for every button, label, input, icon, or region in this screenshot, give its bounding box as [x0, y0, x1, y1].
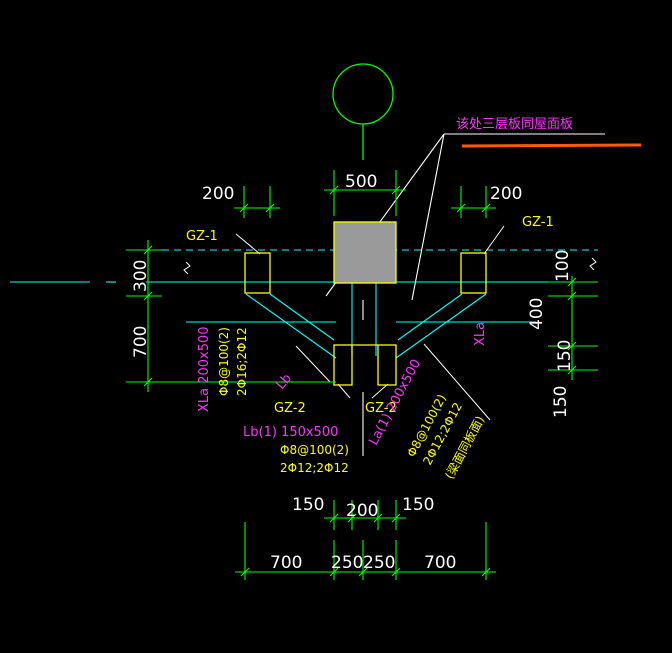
- lb-left-tag: Lb: [274, 371, 295, 393]
- dim-top-left: 200: [202, 184, 234, 204]
- gz2-columns[interactable]: [333, 344, 397, 386]
- dim-bottom-250-right: 250: [363, 553, 395, 573]
- roof-note-label: 该处三层板同屋面板: [456, 117, 573, 132]
- lb-center-stirrup: Φ8@100(2): [280, 443, 349, 457]
- dim-mid-150-left: 150: [292, 495, 324, 515]
- right-dimensions: [548, 276, 598, 380]
- dim-top-center: 500: [345, 172, 377, 192]
- dim-mid-200: 200: [346, 501, 378, 521]
- xla-left-bars: 2Φ16;2Φ12: [235, 327, 249, 396]
- dim-left-lower: 700: [131, 326, 151, 358]
- diag-leaders: [235, 225, 505, 421]
- lb-center-bars: 2Φ12;2Φ12: [280, 461, 349, 475]
- dim-right-150a: 150: [555, 340, 575, 372]
- xla-right-tag: XLa: [473, 322, 488, 346]
- dim-bottom-700-right: 700: [424, 553, 456, 573]
- gz2-right-label: GZ-2: [365, 401, 397, 416]
- gz1-column-left[interactable]: [244, 252, 271, 294]
- xla-left-name: XLa 200x500: [197, 326, 212, 412]
- break-marks: [183, 257, 597, 275]
- dim-mid-150-right: 150: [402, 495, 434, 515]
- dim-right-400: 400: [527, 298, 547, 330]
- beam-lines: [10, 249, 598, 359]
- dim-bottom-700-left: 700: [270, 553, 302, 573]
- roof-slab-edge: [461, 143, 642, 148]
- lb-center-name: Lb(1) 150x500: [243, 425, 338, 440]
- xla-left-stirrup: Φ8@100(2): [217, 327, 231, 396]
- dim-top-right: 200: [490, 184, 522, 204]
- bottom-dimensions: [235, 522, 496, 580]
- dim-bottom-250-left: 250: [331, 553, 363, 573]
- main-column[interactable]: [333, 221, 397, 284]
- gz1-right-label: GZ-1: [522, 215, 554, 230]
- dim-left-upper: 300: [131, 260, 151, 292]
- axis-bubble: [332, 63, 394, 160]
- left-dimensions: [126, 240, 336, 392]
- mid-dimensions: [324, 500, 406, 530]
- dim-right-150b: 150: [551, 386, 571, 418]
- dim-right-100: 100: [553, 250, 573, 282]
- top-dimensions: [234, 170, 496, 218]
- gz1-column-right[interactable]: [460, 252, 487, 294]
- gz1-left-label: GZ-1: [186, 229, 218, 244]
- gz2-left-label: GZ-2: [274, 401, 306, 416]
